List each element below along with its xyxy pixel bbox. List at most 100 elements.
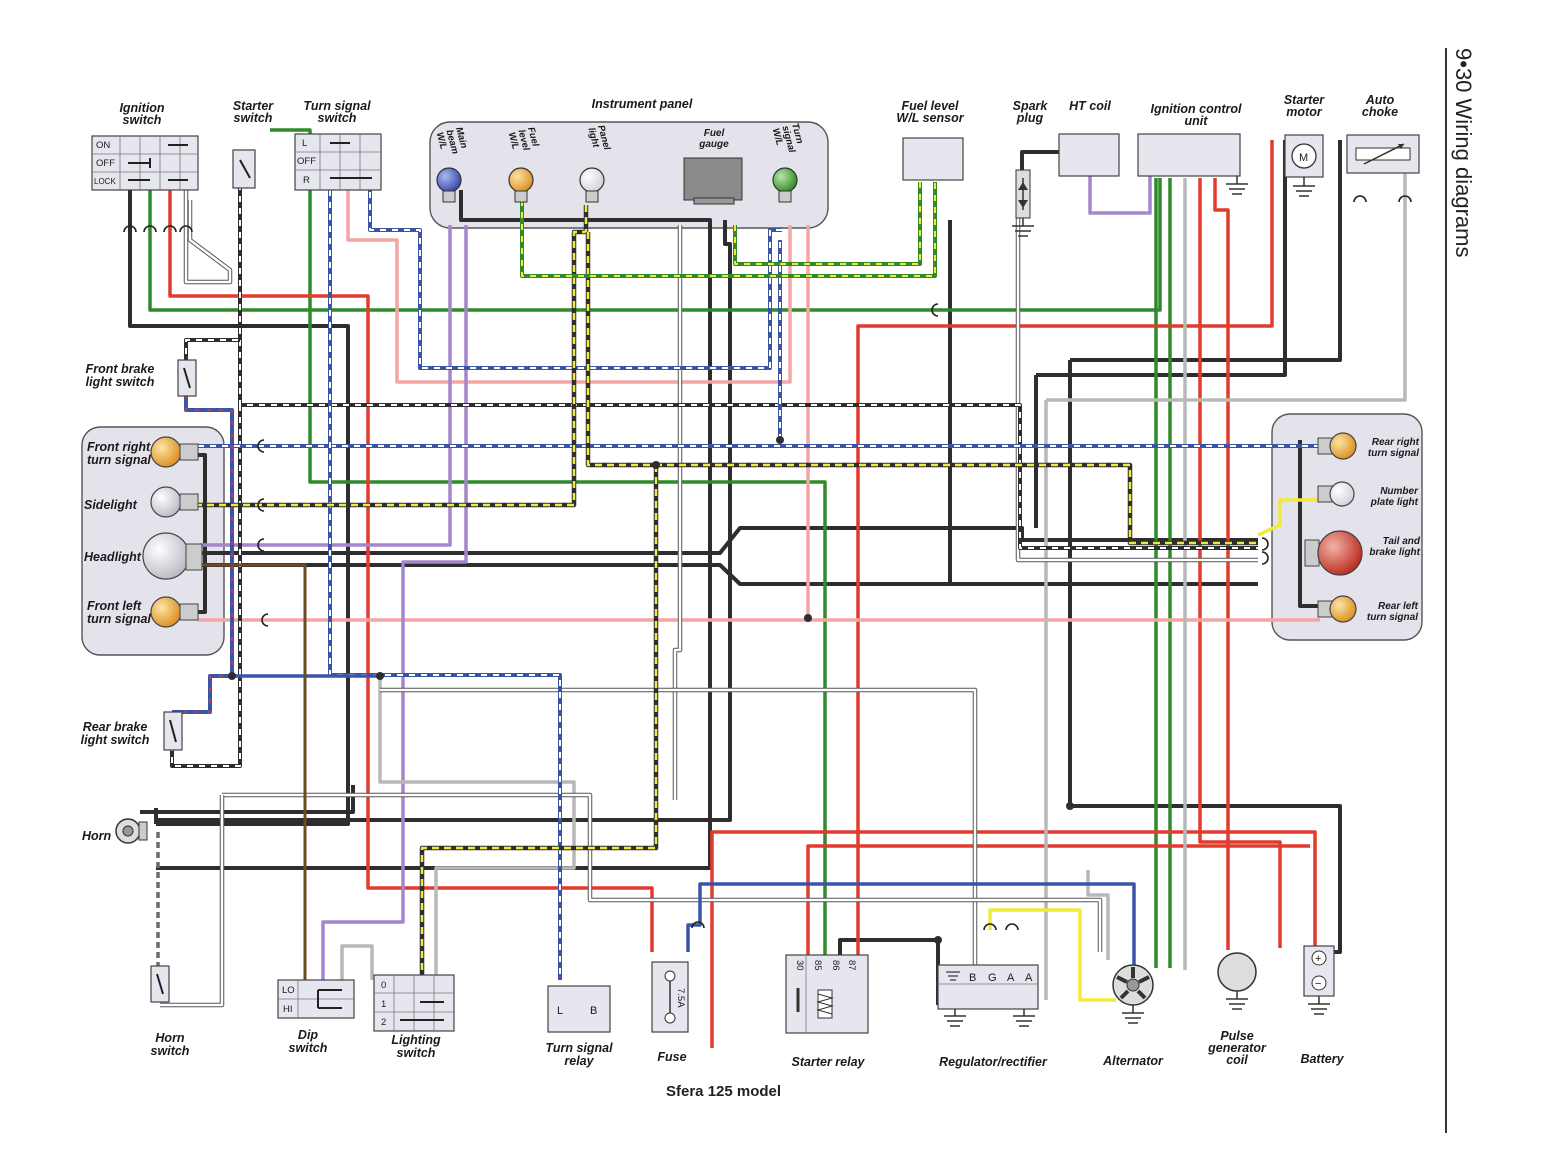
rear-brake-light-switch bbox=[163, 711, 183, 751]
connector-hook bbox=[983, 923, 997, 931]
side-rule bbox=[1445, 48, 1447, 1133]
yellow-black-dashed-wires bbox=[198, 205, 1258, 978]
ignition-pos-off: OFF bbox=[96, 158, 115, 169]
starter-motor: M bbox=[1284, 134, 1324, 197]
fuel-level-sensor-label: Fuel level bbox=[902, 99, 959, 113]
rear-left-turn-signal-lamp bbox=[1317, 595, 1357, 623]
turn-signal-switch-label: Turn signal bbox=[303, 99, 371, 113]
rear-right-turn-signal-lamp bbox=[1317, 432, 1357, 460]
dip-switch: LO HI bbox=[277, 979, 355, 1019]
horn-label: Horn bbox=[82, 829, 112, 843]
junction-dot bbox=[376, 672, 384, 680]
junction-dot bbox=[804, 614, 812, 622]
rear-right-turn-signal-label: Rear right bbox=[1372, 437, 1420, 448]
connector-hook bbox=[143, 225, 157, 233]
lighting-pos-0: 0 bbox=[381, 980, 386, 991]
battery-label: Battery bbox=[1300, 1052, 1344, 1066]
ignition-switch-label: Ignition bbox=[119, 101, 164, 115]
connector-hook bbox=[1261, 551, 1269, 565]
regulator-terminal-b: B bbox=[969, 972, 976, 984]
fuel-gauge-label: Fuel bbox=[704, 128, 725, 139]
fuel-level-warning-lamp bbox=[508, 167, 534, 203]
svg-text:Panellight: Panellight bbox=[585, 124, 612, 154]
regulator-rectifier: B G A A bbox=[937, 964, 1039, 1027]
front-brake-light-switch-label: Front brake bbox=[86, 362, 155, 376]
instrument-panel-housing bbox=[429, 121, 829, 229]
starter-relay: 30 85 86 87 bbox=[785, 954, 869, 1034]
spark-plug bbox=[1012, 169, 1034, 237]
ignition-control-unit-label: Ignition control bbox=[1151, 102, 1242, 116]
pulse-generator-coil-label: Pulse bbox=[1220, 1029, 1253, 1043]
turn-signal-relay-label: Turn signal bbox=[545, 1041, 613, 1055]
relay-pin-30: 30 bbox=[794, 960, 805, 971]
sidelight-lamp bbox=[150, 486, 199, 518]
turn-switch-pos-r: R bbox=[303, 175, 310, 186]
front-brake-light-switch bbox=[177, 359, 197, 397]
ht-coil bbox=[1058, 133, 1120, 177]
grey-wires bbox=[340, 140, 1407, 1000]
spark-plug-label: Spark bbox=[1013, 99, 1049, 113]
connector-hook bbox=[691, 921, 705, 929]
number-plate-lamp bbox=[1317, 481, 1355, 507]
connector-hook bbox=[163, 225, 177, 233]
svg-text:FuellevelW/L: FuellevelW/L bbox=[506, 126, 542, 155]
dip-pos-lo: LO bbox=[282, 985, 295, 996]
starter-motor-label: Starter bbox=[1284, 93, 1325, 107]
model-caption: Sfera 125 model bbox=[666, 1083, 781, 1100]
ht-coil-label: HT coil bbox=[1069, 99, 1111, 113]
blue-white-dashed-wires bbox=[198, 180, 1325, 980]
turn-switch-pos-l: L bbox=[302, 138, 307, 149]
auto-choke-label: Auto bbox=[1365, 93, 1395, 107]
turn-signal-lamp-label: Turn bbox=[789, 122, 805, 145]
starter-switch-label: Starter bbox=[233, 99, 274, 113]
connector-hook bbox=[257, 498, 265, 512]
fuse-label: Fuse bbox=[657, 1050, 686, 1064]
relay-terminal-b: B bbox=[590, 1005, 597, 1017]
instrument-panel-label: Instrument panel bbox=[592, 97, 693, 111]
pulse-generator-coil bbox=[1217, 952, 1257, 1010]
connector-hook bbox=[257, 439, 265, 453]
ignition-control-unit bbox=[1137, 133, 1248, 195]
turn-signal-relay: L B bbox=[547, 985, 611, 1033]
connector-hook bbox=[179, 225, 193, 233]
dip-pos-hi: HI bbox=[283, 1004, 293, 1015]
junction-dot bbox=[776, 436, 784, 444]
regulator-terminal-a1: A bbox=[1007, 972, 1015, 984]
connector-hook bbox=[1005, 923, 1019, 931]
junction-dots bbox=[228, 436, 1074, 944]
panels bbox=[81, 121, 1423, 656]
horn-switch bbox=[150, 965, 170, 1003]
headlight-label: Headlight bbox=[84, 550, 142, 564]
relay-terminal-l: L bbox=[557, 1005, 563, 1017]
horn-switch-label: Horn bbox=[155, 1031, 185, 1045]
alternator-label: Alternator bbox=[1102, 1054, 1164, 1068]
rear-brake-light-switch-label: Rear brake bbox=[83, 720, 148, 734]
starter-switch bbox=[232, 149, 256, 189]
battery: + − bbox=[1303, 945, 1335, 1015]
junction-dot bbox=[934, 936, 942, 944]
panel-light-lamp bbox=[579, 167, 605, 203]
lighting-switch-label: Lighting bbox=[391, 1033, 441, 1047]
ignition-pos-on: ON bbox=[96, 140, 110, 151]
turn-signal-warning-lamp bbox=[772, 167, 798, 203]
battery-plus: + bbox=[1315, 953, 1321, 965]
front-left-turn-signal-lamp bbox=[150, 596, 199, 628]
regulator-rectifier-label: Regulator/rectifier bbox=[939, 1055, 1048, 1069]
regulator-terminal-a2: A bbox=[1025, 972, 1033, 984]
wiring-harness bbox=[128, 128, 1407, 1048]
